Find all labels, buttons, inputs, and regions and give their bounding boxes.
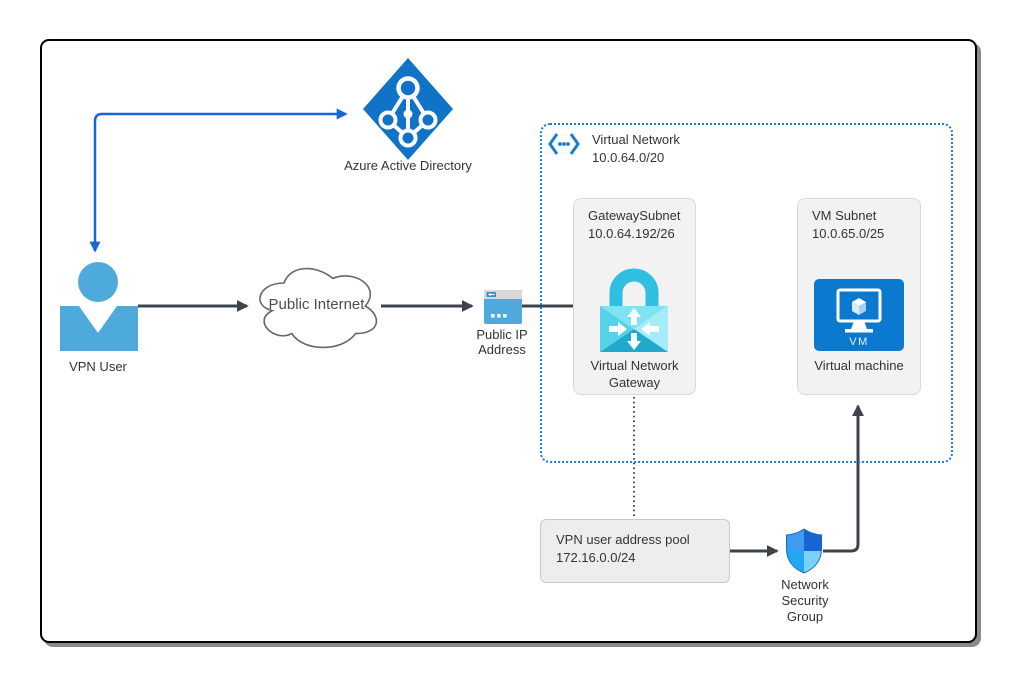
virtual-network-gateway-label: Virtual Network Gateway — [590, 358, 679, 390]
public-ip-label: Public IP Address — [476, 327, 528, 357]
virtual-machine-icon: VM — [814, 279, 904, 351]
network-security-group-icon — [786, 528, 822, 574]
gateway-subnet-title: GatewaySubnet 10.0.64.192/26 — [588, 208, 681, 241]
network-security-group-label: Network Security Group — [781, 577, 829, 624]
vpn-address-pool-label: VPN user address pool 172.16.0.0/24 — [556, 532, 690, 565]
vm-subnet-title: VM Subnet 10.0.65.0/25 — [812, 208, 885, 241]
virtual-network-icon — [548, 133, 580, 155]
virtual-network-title: Virtual Network 10.0.64.0/20 — [592, 132, 680, 165]
gateway-subnet-cidr: 10.0.64.192/26 — [588, 226, 675, 241]
public-internet-cloud — [259, 267, 378, 349]
azure-active-directory-label: Azure Active Directory — [344, 158, 472, 173]
public-ip-icon — [484, 290, 522, 324]
vm-subnet-cidr: 10.0.65.0/25 — [812, 226, 885, 241]
vpn-address-pool-box — [540, 519, 730, 583]
virtual-network-cidr: 10.0.64.0/20 — [592, 150, 665, 165]
vpn-address-pool-cidr: 172.16.0.0/24 — [556, 550, 636, 565]
virtual-network-gateway-icon — [600, 268, 668, 352]
vm-badge-text: VM — [849, 336, 869, 348]
virtual-machine-label: Virtual machine — [814, 358, 904, 373]
vpn-user-icon — [60, 262, 138, 351]
vpn-user-label: VPN User — [69, 359, 127, 374]
azure-active-directory-icon — [363, 58, 453, 160]
virtual-network-container — [540, 123, 953, 463]
public-internet-label: Public Internet — [268, 296, 365, 313]
gateway-subnet-box — [573, 198, 696, 395]
